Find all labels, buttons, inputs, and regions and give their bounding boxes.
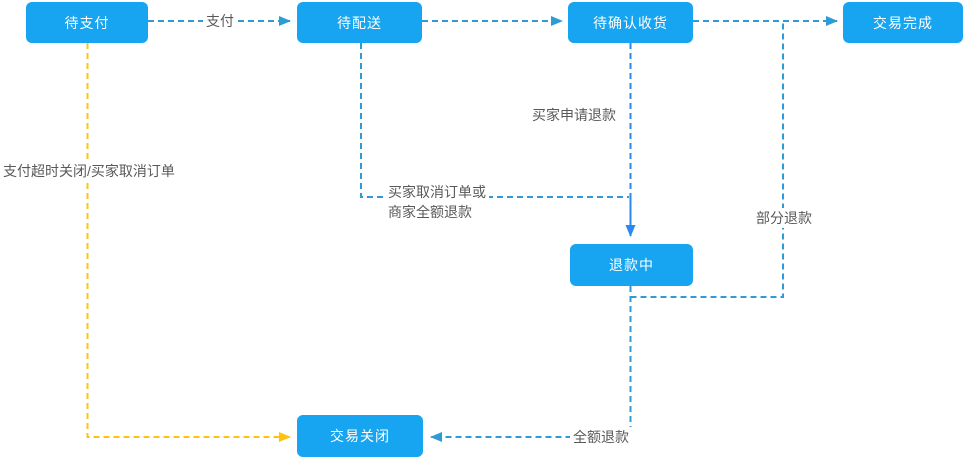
node-pending-receipt-confirmation: 待确认收货 [568,2,693,43]
edge-cancel-or-merchant-refund [360,43,629,198]
node-transaction-complete: 交易完成 [843,2,963,43]
edge-label-buyer-request-refund: 买家申请退款 [529,105,619,125]
edge-label-cancel-or-full-refund: 买家取消订单或 商家全额退款 [385,182,489,222]
node-pending-payment: 待支付 [26,2,148,43]
edge-timeout-close [86,43,291,442]
edge-label-partial-refund: 部分退款 [753,208,815,228]
node-refund-in-progress: 退款中 [570,244,693,286]
edge-label-full-refund: 全额退款 [570,427,632,447]
edge-label-payment-timeout-or-cancel: 支付超时关闭/买家取消订单 [0,161,178,181]
node-pending-delivery: 待配送 [297,2,422,43]
edge-label-cancel-line2: 商家全额退款 [388,204,472,220]
edge-label-cancel-line1: 买家取消订单或 [388,184,486,200]
node-transaction-closed: 交易关闭 [297,415,423,457]
edge-label-pay: 支付 [203,11,237,31]
edge-full-refund [430,286,632,442]
edge-partial-refund [630,21,784,298]
